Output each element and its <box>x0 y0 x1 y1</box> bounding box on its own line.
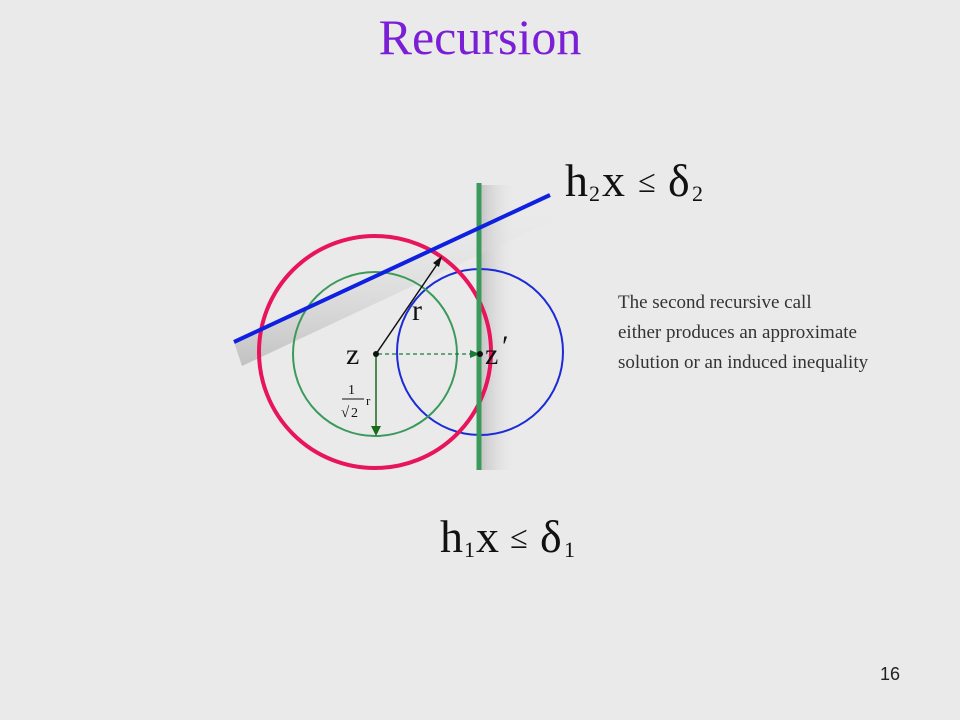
z-to-zprime-arrowhead <box>470 350 480 358</box>
bottom-inequality-delta-sub: 1 <box>564 537 575 562</box>
label-zprime: z <box>485 338 498 371</box>
bottom-inequality-h-sub: 1 <box>464 537 475 562</box>
caption-line: solution or an induced inequality <box>618 352 869 373</box>
big-magenta-circle <box>257 234 493 470</box>
bottom-inequality-delta: δ <box>540 511 562 562</box>
label-r: r <box>412 294 422 327</box>
bottom-inequality-h: h <box>440 511 463 562</box>
bottom-inequality-x: x <box>476 511 499 562</box>
top-inequality-leq: ≤ <box>638 163 656 199</box>
label-z: z <box>346 338 359 371</box>
frac-r: r <box>366 393 371 408</box>
top-inequality-x: x <box>602 155 625 206</box>
frac-radicand: 2 <box>351 406 358 421</box>
bottom-inequality-leq: ≤ <box>510 519 528 555</box>
caption-line: either produces an approximate <box>618 322 857 343</box>
label-prime: ′ <box>502 330 509 363</box>
blue-line <box>233 193 551 344</box>
half-radius-arrowhead <box>371 426 381 436</box>
top-inequality-h: h <box>565 155 588 206</box>
point-zprime <box>477 351 483 357</box>
page-number: 16 <box>880 664 901 684</box>
point-z <box>373 351 379 357</box>
top-inequality-delta: δ <box>668 155 690 206</box>
slide-title: Recursion <box>378 9 582 65</box>
radius-arrowhead <box>433 256 442 267</box>
frac-sqrt: √ <box>341 405 350 421</box>
radius-arrow <box>375 259 441 355</box>
top-inequality-delta-sub: 2 <box>692 181 703 206</box>
caption-line: The second recursive call <box>618 292 812 313</box>
top-inequality-h-sub: 2 <box>589 181 600 206</box>
caption-text: The second recursive call either produce… <box>618 288 948 378</box>
frac-numerator: 1 <box>348 383 355 398</box>
